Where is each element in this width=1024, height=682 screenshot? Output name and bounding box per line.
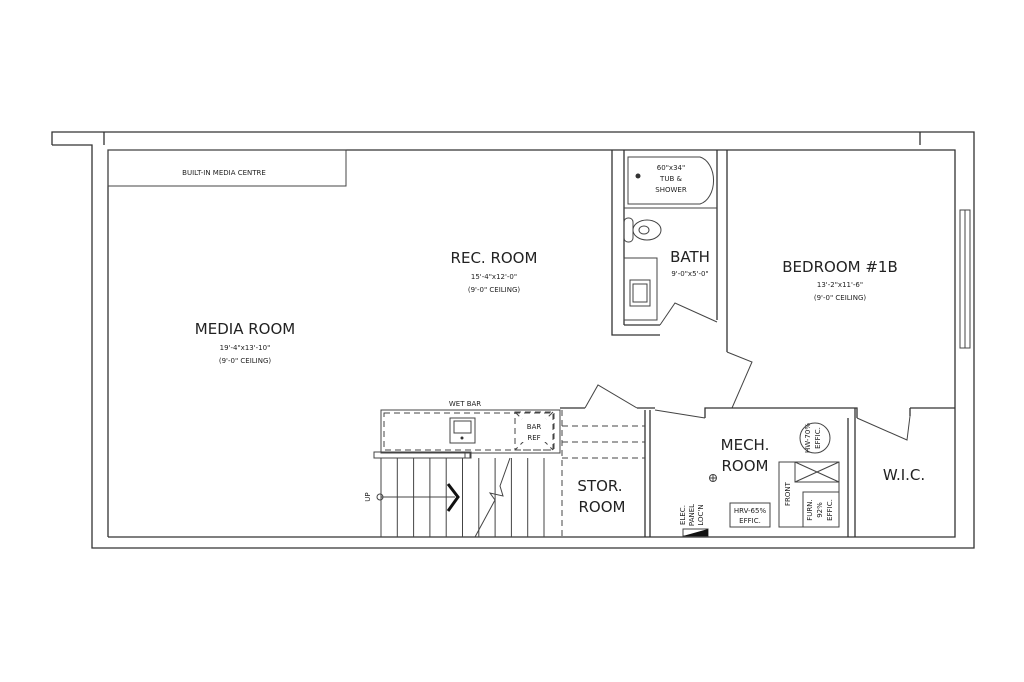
stair-break-line (474, 457, 511, 538)
bedroom-door[interactable] (726, 351, 753, 409)
hrv-label-2: EFFIC. (739, 517, 761, 525)
vanity-sink-icon (623, 257, 658, 321)
bedroom-ceiling: (9'-0" CEILING) (814, 294, 867, 302)
bath-size: 9'-0"x5'-0" (671, 270, 708, 278)
hw-label-2: EFFIC. (814, 427, 822, 449)
elec-label-2: PANEL (688, 504, 696, 526)
built-in-media-centre: BUILT-IN MEDIA CENTRE (107, 149, 347, 187)
window (959, 209, 971, 349)
media-room-size: 19'-4"x13'-10" (220, 344, 271, 352)
electrical-panel: ELEC. PANEL LOC'N (679, 504, 709, 537)
stor-room-name-1: STOR. (577, 477, 622, 495)
rec-room: REC. ROOM 15'-4"x12'-0" (9'-0" CEILING) (451, 249, 538, 294)
hrv-label-1: HRV-65% (734, 507, 767, 515)
wet-bar: WET BAR BAR REF (373, 400, 561, 459)
media-room: MEDIA ROOM 19'-4"x13'-10" (9'-0" CEILING… (195, 320, 295, 365)
mech-room: MECH. ROOM HW-70% EFFIC. FRONT FURN. 92%… (679, 422, 840, 537)
bar-sink-icon (449, 417, 476, 444)
rec-room-name: REC. ROOM (451, 249, 538, 267)
furnace-label-3: EFFIC. (826, 499, 834, 521)
tub-size: 60"x34" (657, 164, 685, 172)
hot-water-tank: HW-70% EFFIC. (799, 422, 831, 454)
wic-name: W.I.C. (883, 466, 925, 484)
stor-room-name-2: ROOM (579, 498, 626, 516)
furnace-front-label: FRONT (784, 481, 792, 506)
bar-fridge (514, 411, 554, 451)
bath-name: BATH (670, 248, 710, 266)
bar-ref-label-1: BAR (527, 423, 542, 431)
bedroom-name: BEDROOM #1B (782, 258, 897, 276)
bar-ref-label-2: REF (527, 434, 540, 442)
media-room-ceiling: (9'-0" CEILING) (219, 357, 272, 365)
furnace-label-1: FURN. (806, 499, 814, 520)
interior-walls (560, 384, 955, 537)
elec-label-1: ELEC. (679, 505, 687, 525)
rec-room-size: 15'-4"x12'-0" (471, 273, 517, 281)
bath: 60"x34" TUB & SHOWER BATH 9'-0"x5'-0" (611, 150, 728, 352)
media-centre-label: BUILT-IN MEDIA CENTRE (182, 169, 266, 177)
wet-bar-label: WET BAR (449, 400, 481, 408)
storage-room: STOR. ROOM (561, 410, 645, 537)
floor-drain-icon (709, 474, 717, 482)
bathtub (627, 156, 714, 205)
rec-room-ceiling: (9'-0" CEILING) (468, 286, 521, 294)
hw-label-1: HW-70% (804, 423, 812, 453)
furnace-label-2: 92% (816, 502, 824, 518)
tub-shower-label: SHOWER (655, 186, 687, 194)
elec-label-3: LOC'N (697, 504, 705, 525)
hrv-unit: HRV-65% EFFIC. (729, 502, 771, 528)
wic-door[interactable] (856, 415, 911, 441)
stor-door[interactable] (584, 384, 638, 409)
mech-room-name-1: MECH. (721, 436, 770, 454)
stairs[interactable]: UP (364, 457, 545, 538)
mech-room-name-2: ROOM (722, 457, 769, 475)
mech-door[interactable] (654, 409, 706, 419)
bedroom-size: 13'-2"x11'-6" (817, 281, 863, 289)
toilet-icon (623, 217, 662, 243)
furnace: FRONT FURN. 92% EFFIC. (778, 461, 840, 528)
stairs-up-label: UP (364, 492, 372, 501)
media-room-name: MEDIA ROOM (195, 320, 295, 338)
tub-label: TUB & (659, 175, 682, 183)
exterior-walls (51, 131, 975, 549)
stair-arrow-icon (446, 483, 460, 512)
bedroom-1b: BEDROOM #1B 13'-2"x11'-6" (9'-0" CEILING… (726, 258, 898, 409)
bath-door[interactable] (659, 302, 718, 326)
